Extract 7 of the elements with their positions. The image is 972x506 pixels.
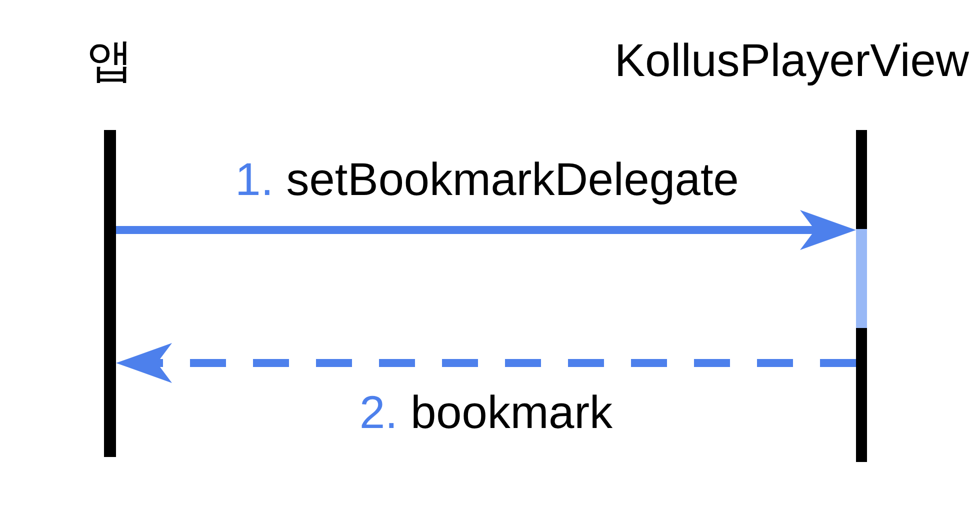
edge-label: 2. bookmark xyxy=(359,389,613,435)
participant-name: KollusPlayerView xyxy=(614,37,969,83)
activation-bar xyxy=(856,229,867,328)
participant-name: 앱 xyxy=(87,37,133,83)
edge-label: 1. setBookmarkDelegate xyxy=(235,156,739,202)
message-arrow xyxy=(116,343,856,383)
message-arrow xyxy=(116,210,856,250)
